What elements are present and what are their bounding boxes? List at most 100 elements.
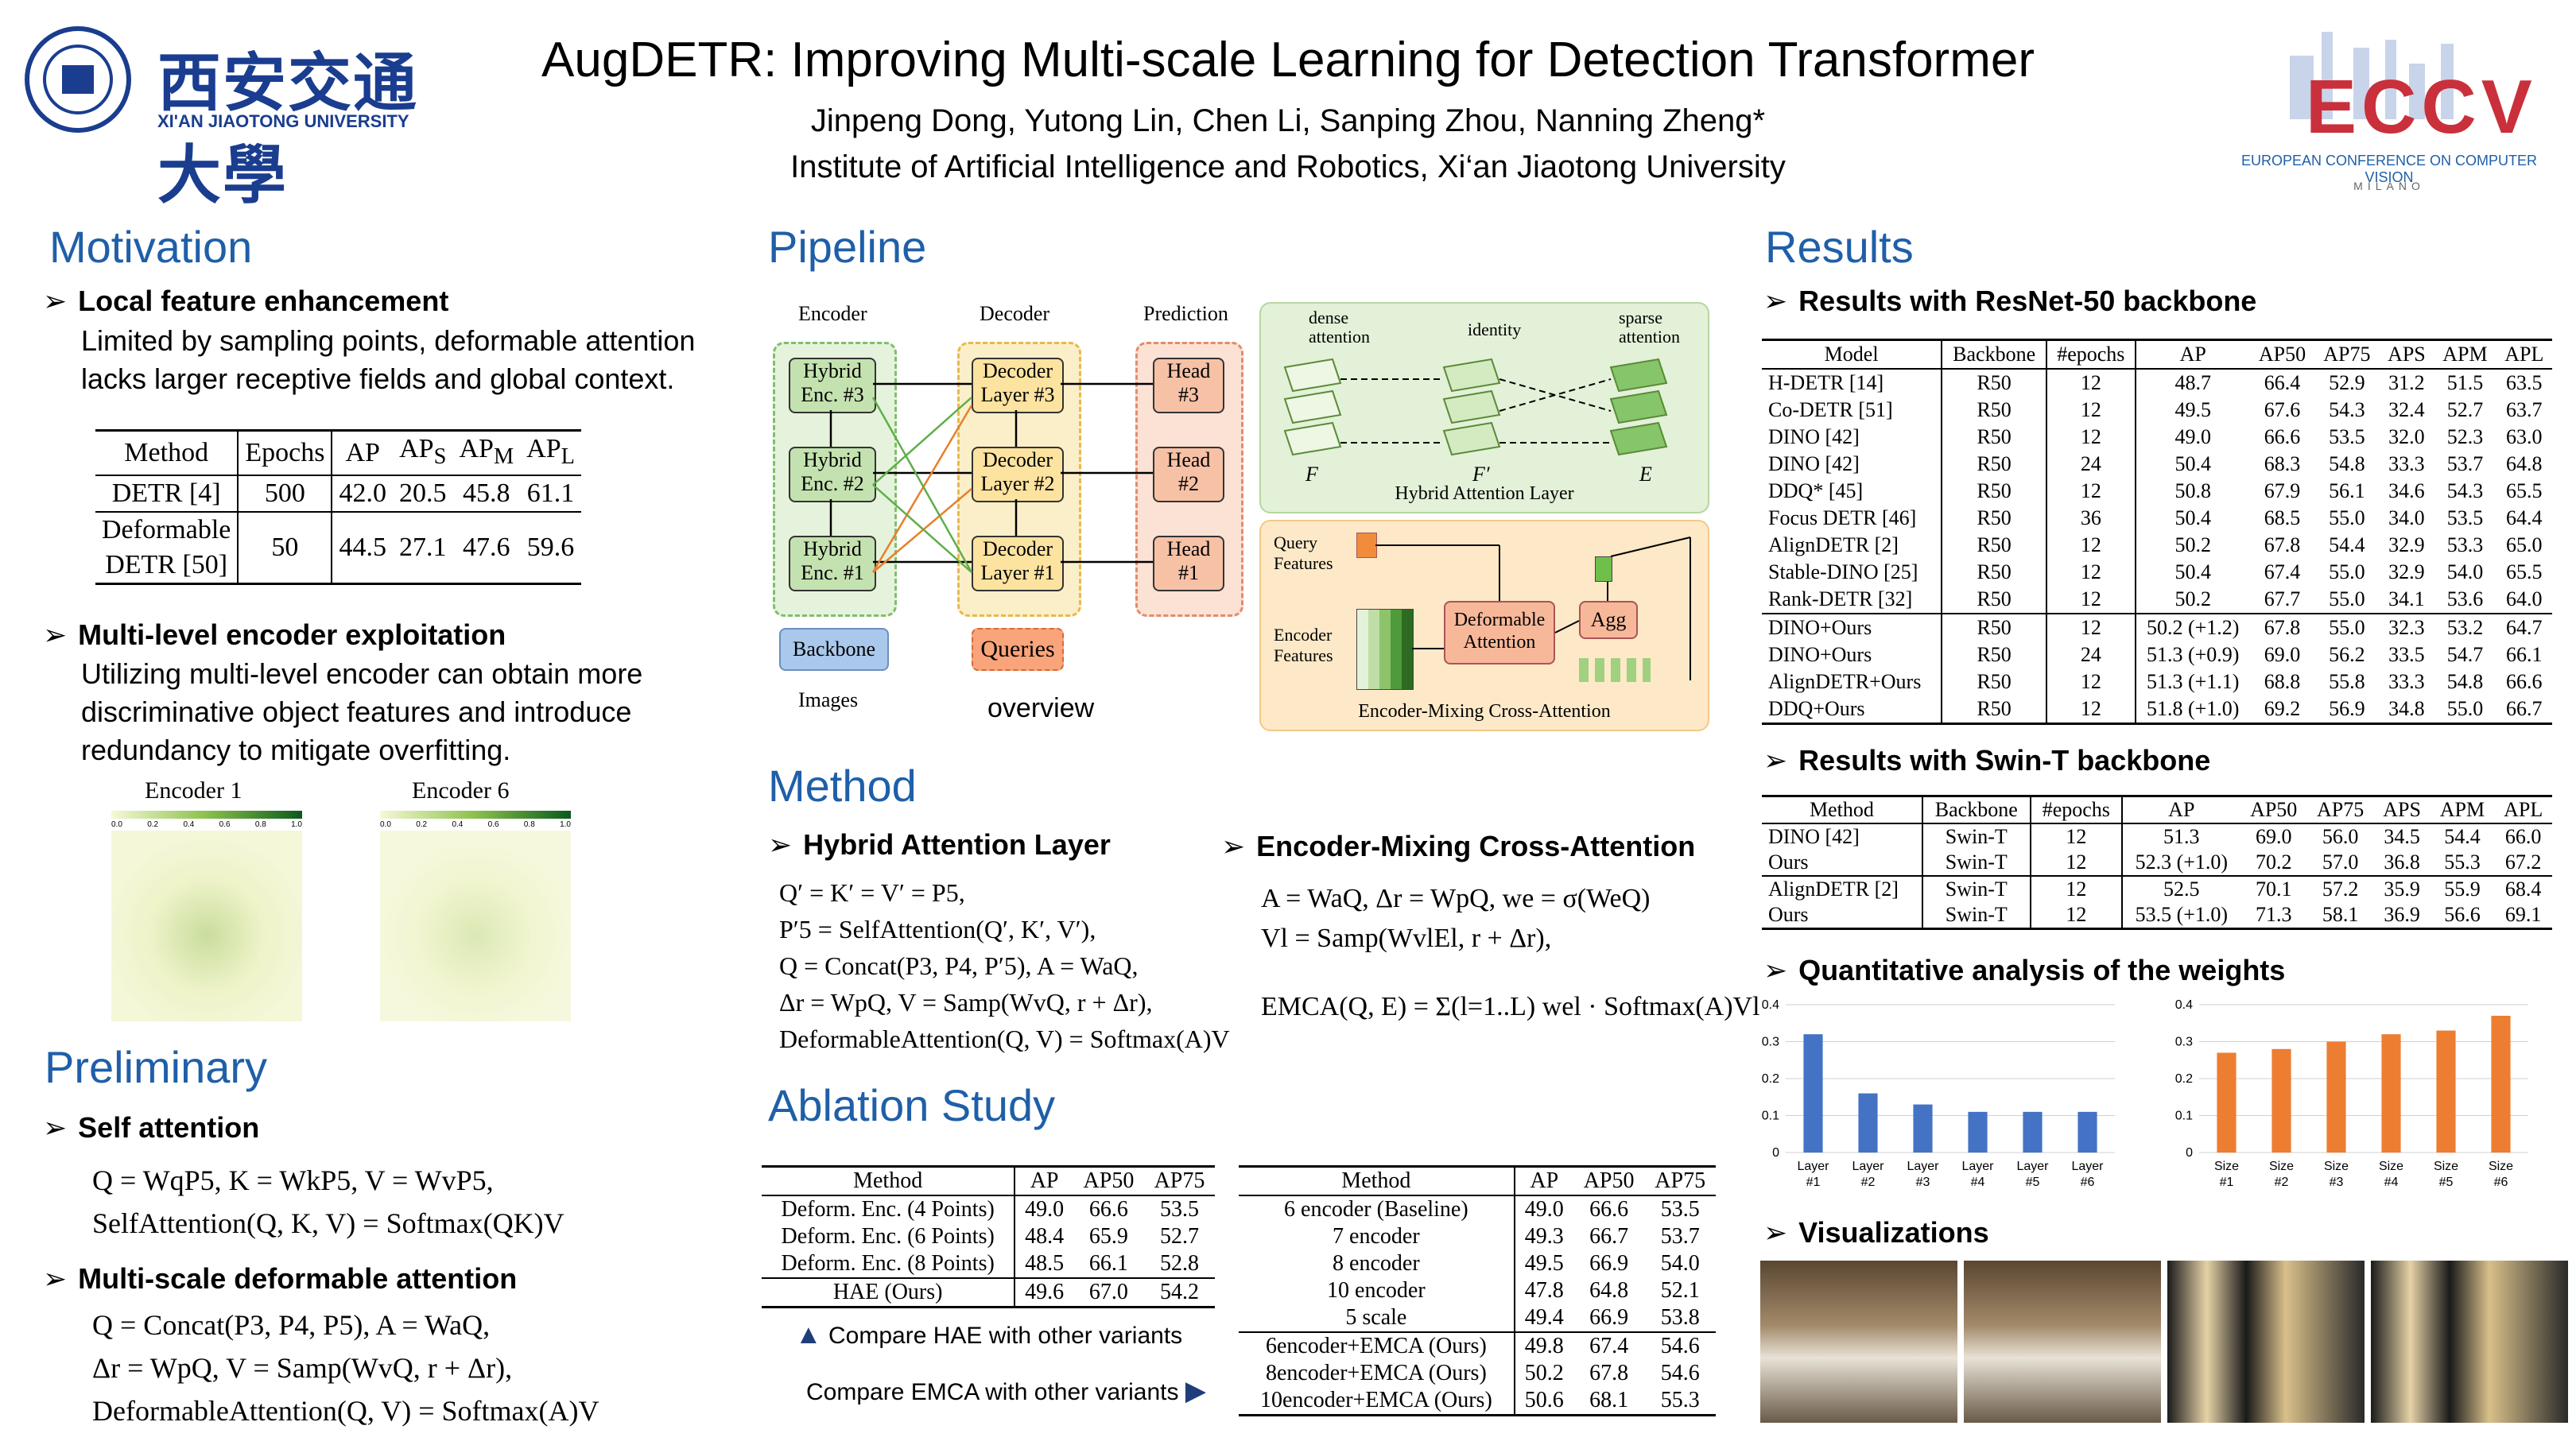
bar [2436, 1030, 2456, 1153]
vis-image-surfboards-1 [2167, 1261, 2365, 1423]
y-tick-label: 0.3 [2175, 1036, 2193, 1049]
eq-msda-3: DeformableAttention(Q, V) = Softmax(A)V [92, 1395, 599, 1427]
table-header-cell: AP75 [2314, 339, 2380, 370]
mt-cell: 45.8 [463, 478, 510, 508]
encoder1-label: Encoder 1 [145, 777, 242, 804]
poster-affiliation: Institute of Artificial Intelligence and… [790, 149, 1786, 184]
emca-caption-row: Compare EMCA with other variants ▶ [806, 1376, 1207, 1406]
table-cell: 65.5 [2506, 479, 2543, 502]
table-cell: 55.0 [2329, 587, 2365, 610]
bar [1968, 1111, 1988, 1153]
table-cell: Swin-T [1922, 902, 2031, 929]
images-label: Images [798, 688, 859, 711]
table-cell: 54.8 [2446, 670, 2484, 693]
table-cell: 53.5 [1660, 1197, 1700, 1222]
table-cell: 50.8 [2174, 479, 2211, 502]
mt-cell: 47.6 [463, 532, 510, 562]
table-cell: 66.1 [2506, 643, 2543, 666]
table-cell: DINO [42] [1762, 424, 1943, 451]
ab1-h: Method [762, 1166, 1016, 1196]
y-tick-label: 0.3 [1762, 1036, 1779, 1049]
y-tick-label: 0 [1772, 1146, 1779, 1160]
table-cell: 50.2 (+1.2) [2135, 613, 2250, 641]
bar [2491, 1015, 2511, 1153]
eq-msda-1: Q = Concat(P3, P4, P5), A = WaQ, [92, 1309, 491, 1341]
table-header-cell: AP50 [2249, 339, 2315, 370]
motivation-bullet-1: Local feature enhancement [43, 285, 448, 318]
table-cell: 51.3 [2163, 825, 2200, 848]
table-cell: 67.4 [1573, 1331, 1645, 1360]
table-cell: 12 [2046, 586, 2136, 614]
table-cell: 54.0 [1660, 1251, 1700, 1276]
F-label: F [1305, 463, 1318, 486]
bar [2326, 1041, 2346, 1153]
queries-block: Queries [972, 628, 1064, 671]
table-cell: 69.0 [2264, 643, 2301, 666]
table-cell: 34.8 [2388, 697, 2425, 720]
head-3: Head#3 [1153, 358, 1224, 413]
emca-arrows [1375, 537, 1691, 680]
ab1-h: AP50 [1073, 1166, 1144, 1196]
preliminary-bullet-1: Self attention [43, 1111, 259, 1145]
table-cell: 66.9 [1589, 1305, 1629, 1330]
motivation-bullet-2: Multi-level encoder exploitation [43, 618, 506, 652]
table-cell: 54.4 [2329, 533, 2365, 556]
mt-h-aps: APS [392, 430, 453, 476]
table-cell: 24 [2046, 641, 2136, 668]
bar [2271, 1048, 2291, 1153]
table-cell: 52.9 [2329, 371, 2365, 394]
ab2-h: Method [1239, 1166, 1515, 1196]
table-cell: 65.0 [2506, 533, 2543, 556]
agg-block: Agg [1579, 601, 1638, 639]
table-cell: 12 [2030, 902, 2123, 929]
bar [1858, 1093, 1878, 1153]
table-cell: 65.9 [1088, 1224, 1128, 1249]
x-tick-label: Size [2489, 1160, 2513, 1173]
ab2-h: AP50 [1573, 1166, 1645, 1196]
table-cell: 52.3 (+1.0) [2135, 850, 2229, 874]
table-cell: 54.0 [2446, 560, 2484, 583]
table-cell: R50 [1942, 613, 2048, 641]
table-cell: 53.6 [2446, 587, 2484, 610]
table-cell: 70.2 [2255, 850, 2292, 874]
x-tick-label: #6 [2081, 1176, 2095, 1189]
table-cell: R50 [1942, 586, 2048, 614]
table-cell: 12 [2046, 369, 2136, 397]
table-cell: 69.1 [2504, 903, 2542, 926]
table-cell: DINO+Ours [1762, 641, 1943, 668]
mt-cell: 500 [238, 475, 333, 512]
table-cell: 36 [2046, 505, 2136, 532]
eq-hal-2: P′5 = SelfAttention(Q′, K′, V′), [779, 915, 1096, 943]
table-cell: 51.5 [2446, 371, 2484, 394]
skyline-icon [2290, 32, 2454, 119]
table-cell: 12 [2046, 397, 2136, 424]
table-cell: 12 [2046, 559, 2136, 586]
table-cell: 50.4 [2174, 560, 2211, 583]
results-bullet-swin: Results with Swin-T backbone [1763, 744, 2210, 777]
table-cell: 56.0 [2322, 825, 2359, 848]
table-cell: 66.6 [2506, 670, 2543, 693]
table-cell: Deform. Enc. (4 Points) [762, 1195, 1016, 1223]
bar [2381, 1034, 2401, 1153]
table-header-cell: AP [2135, 339, 2250, 370]
table-cell: 53.7 [2446, 452, 2484, 475]
y-tick-label: 0.4 [2175, 998, 2193, 1012]
table-cell: 12 [2046, 532, 2136, 559]
table-cell: 53.7 [1660, 1224, 1700, 1249]
table-cell: DDQ* [45] [1762, 478, 1943, 505]
mt-cell: 27.1 [398, 532, 447, 562]
table-cell: 53.5 [2446, 506, 2484, 529]
table-cell: 66.7 [2506, 697, 2543, 720]
